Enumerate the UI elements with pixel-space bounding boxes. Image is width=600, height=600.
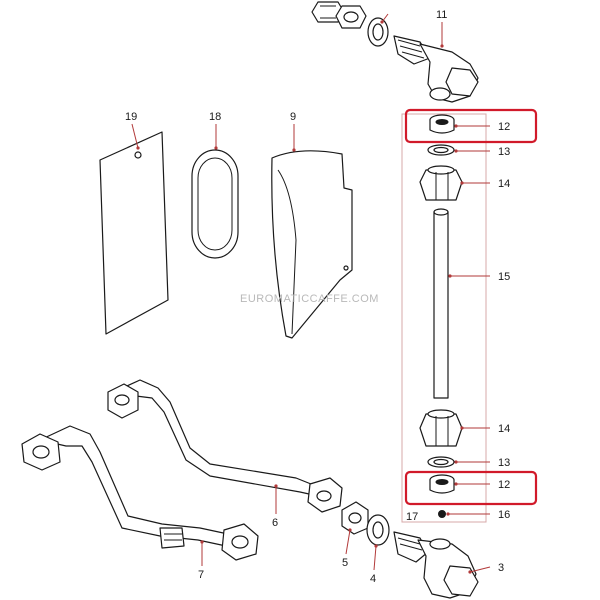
part-18-gasket [191, 149, 239, 259]
callout-9: 9 [290, 111, 296, 123]
part-13-washer-bottom [427, 456, 455, 468]
callout-11: 11 [436, 9, 447, 21]
part-3-angle-fitting [393, 531, 479, 599]
part-6-pipe [107, 379, 343, 513]
callout-4: 4 [370, 573, 376, 585]
callout-19: 19 [125, 111, 137, 123]
part-13-washer-top [427, 144, 455, 156]
callout-13-top: 13 [498, 146, 510, 158]
callout-14-bottom: 14 [498, 423, 510, 435]
part-19-plate [99, 131, 169, 335]
callout-15: 15 [498, 271, 510, 283]
callout-14-top: 14 [498, 178, 510, 190]
callout-12-bottom: 12 [498, 479, 510, 491]
part-16-ball [438, 510, 446, 518]
part-14-nut-bottom [419, 409, 463, 447]
callout-6: 6 [272, 517, 278, 529]
part-7-pipe [21, 425, 259, 561]
callout-7: 7 [198, 569, 204, 581]
part-14-nut-top [419, 165, 463, 201]
part-15-tube [433, 208, 449, 399]
watermark: EUROMATICCAFFE.COM [240, 293, 379, 305]
leader-lines [131, 13, 491, 574]
callout-12-top: 12 [498, 121, 510, 133]
part-12-cap-bottom [429, 474, 455, 494]
highlight-box-bottom [404, 470, 538, 506]
top-hex-nut [335, 5, 367, 29]
top-washer [367, 17, 389, 47]
part-4-washer [366, 514, 390, 546]
callout-18: 18 [209, 111, 221, 123]
group-17-frame [401, 113, 487, 523]
callout-5: 5 [342, 557, 348, 569]
highlight-box-top [404, 108, 538, 144]
part-9-shield [271, 150, 353, 339]
callout-13-bottom: 13 [498, 457, 510, 469]
callout-17: 17 [406, 511, 418, 523]
part-5-nut [341, 501, 369, 535]
part-12-cap-top [429, 114, 455, 134]
part-11-angle-fitting [393, 35, 479, 103]
callout-3: 3 [498, 562, 504, 574]
callout-16: 16 [498, 509, 510, 521]
